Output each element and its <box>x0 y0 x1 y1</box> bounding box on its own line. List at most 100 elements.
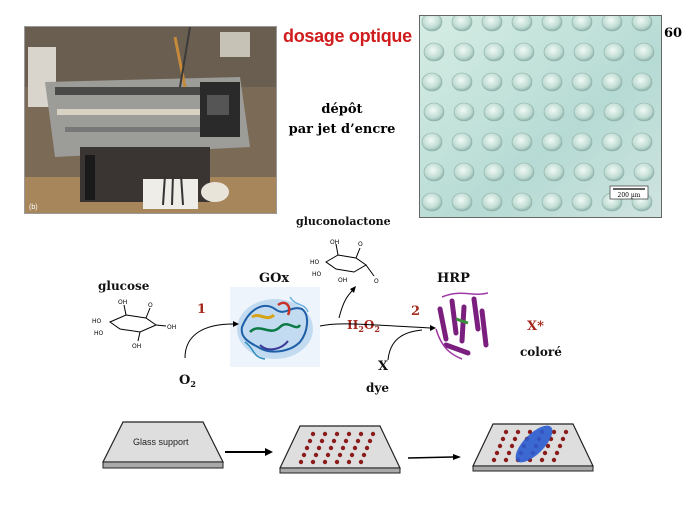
gluconolactone-structure: OH O HO HO OH O <box>310 239 379 285</box>
microarray-spot <box>451 192 473 212</box>
scale-bar-label: 200 µm <box>618 192 641 199</box>
gox-label: GOx <box>259 271 290 286</box>
printed-dot <box>325 452 331 458</box>
printed-dot <box>542 450 548 456</box>
svg-text:HO: HO <box>312 271 322 278</box>
microarray-spot <box>633 102 655 122</box>
microarray-spot <box>601 16 623 32</box>
printed-dot <box>503 457 509 463</box>
printed-dot <box>551 429 557 435</box>
h2o2-sub1: 2 <box>358 324 364 334</box>
microarray-spot <box>601 72 623 92</box>
microarray-spot <box>633 42 655 62</box>
svg-text:OH: OH <box>167 324 176 331</box>
printed-dot <box>322 431 328 437</box>
microarray-spot <box>483 162 505 182</box>
microarray-spot <box>481 16 503 32</box>
hrp-protein-illustration <box>435 292 489 360</box>
printed-dot <box>545 443 551 449</box>
printed-dot <box>560 436 566 442</box>
hrp-label: HRP <box>437 271 470 286</box>
svg-text:OH: OH <box>132 343 141 348</box>
svg-text:OH: OH <box>118 299 127 306</box>
h2o2-h: H <box>347 318 359 332</box>
glass-support-label: Glass support <box>133 437 189 447</box>
microarray-spot <box>541 16 563 32</box>
inkjet-printer-photo: (b) <box>24 26 277 214</box>
x-label: X <box>378 359 389 374</box>
spot-grid <box>421 16 655 212</box>
dye-label: dye <box>366 381 389 395</box>
svg-text:HO: HO <box>94 330 104 337</box>
microarray-spot <box>451 72 473 92</box>
microarray-spot <box>421 16 443 32</box>
glass-slide-2 <box>279 425 401 474</box>
glass-slide-sequence: Glass support <box>102 421 594 474</box>
photo1-caption: (b) <box>29 204 38 211</box>
arrow-step-1 <box>184 321 239 359</box>
microarray-spot <box>451 132 473 152</box>
microarray-spot <box>453 162 475 182</box>
svg-text:OH: OH <box>330 239 339 246</box>
printed-dot <box>304 445 310 451</box>
slide-title: dosage optique <box>283 26 412 46</box>
printed-dot <box>319 438 325 444</box>
page-number: 60 <box>664 26 683 41</box>
microarray-spot <box>483 102 505 122</box>
microarray-spot <box>481 72 503 92</box>
printed-dot <box>358 431 364 437</box>
o2-label: O2 <box>179 373 196 389</box>
microarray-spot <box>511 192 533 212</box>
printed-dot <box>551 457 557 463</box>
deposit-line2: par jet d’encre <box>288 122 396 137</box>
microarray-spot <box>543 102 565 122</box>
microarray-spot <box>423 42 445 62</box>
svg-text:HO: HO <box>92 318 102 325</box>
step-1-label: 1 <box>197 302 207 317</box>
spot-array-2 <box>298 431 376 465</box>
colore-label: coloré <box>520 345 562 359</box>
microarray-spot <box>603 102 625 122</box>
glucose-label: glucose <box>98 279 150 293</box>
microarray-spot <box>453 102 475 122</box>
printed-dot <box>563 429 569 435</box>
printed-dot <box>316 445 322 451</box>
glucose-structure: OH O HO HO OH OH <box>92 299 176 348</box>
svg-text:O: O <box>358 241 363 248</box>
microarray-spot <box>573 162 595 182</box>
printed-dot <box>334 431 340 437</box>
printed-dot <box>509 443 515 449</box>
x-star-label: X* <box>527 319 544 334</box>
microarray-spot <box>603 42 625 62</box>
microarray-spot <box>511 132 533 152</box>
gluconolactone-label: gluconolactone <box>296 215 391 228</box>
microarray-spot <box>543 162 565 182</box>
microarray-spot <box>573 42 595 62</box>
printed-dot <box>331 438 337 444</box>
microarray-spot <box>511 72 533 92</box>
printed-dot <box>313 452 319 458</box>
microarray-spot <box>541 132 563 152</box>
microarray-spot <box>541 192 563 212</box>
o2-main: O <box>179 373 191 388</box>
printed-dot <box>352 445 358 451</box>
microarray-spot <box>571 72 593 92</box>
svg-text:O: O <box>148 302 153 309</box>
printed-dot <box>557 443 563 449</box>
microarray-spot <box>601 132 623 152</box>
microarray-spot <box>631 132 653 152</box>
arrow-step-2 <box>319 323 436 361</box>
microarray-spot <box>481 132 503 152</box>
printed-dot <box>497 443 503 449</box>
printed-dot <box>355 438 361 444</box>
microarray-spot <box>421 132 443 152</box>
microarray-spot <box>421 192 443 212</box>
microarray-spot <box>421 72 443 92</box>
microarray-spot <box>513 42 535 62</box>
svg-text:O: O <box>374 278 379 285</box>
printed-dot <box>343 438 349 444</box>
h2o2-sub2: 2 <box>374 324 380 334</box>
printed-dot <box>512 436 518 442</box>
printed-dot <box>301 452 307 458</box>
microarray-spot <box>511 16 533 32</box>
